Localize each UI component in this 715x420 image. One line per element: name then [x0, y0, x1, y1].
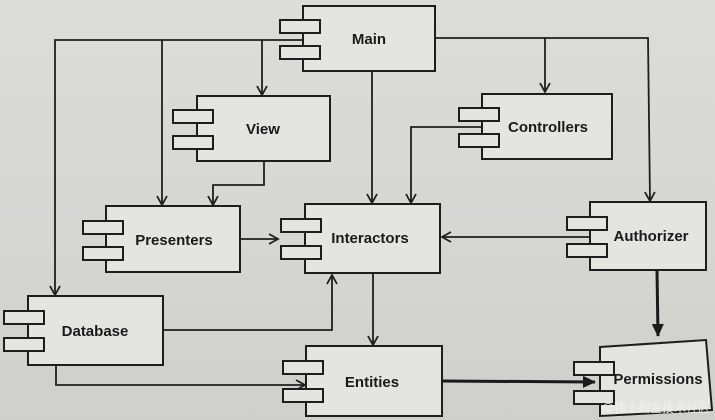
- component-port-icon: [82, 220, 124, 235]
- component-database[interactable]: Database: [3, 295, 164, 366]
- component-view[interactable]: View: [172, 95, 331, 162]
- component-permissions[interactable]: Permissions: [573, 338, 714, 418]
- component-label-presenters: Presenters: [135, 232, 213, 249]
- edge-main-to-authorizer: [545, 37, 656, 203]
- edge-main-to-database: [49, 39, 303, 297]
- component-port-icon: [458, 107, 500, 122]
- component-interactors[interactable]: Interactors: [280, 203, 441, 274]
- watermark: @稀土掘金技术社区: [602, 400, 710, 415]
- edge-entities-to-permissions: [441, 375, 596, 388]
- component-label-main: Main: [352, 31, 386, 48]
- component-port-icon: [573, 361, 615, 376]
- edge-database-to-entities: [55, 365, 307, 391]
- edge-controllers-to-interactors: [405, 126, 482, 205]
- component-port-icon: [172, 109, 214, 124]
- edges: [49, 37, 664, 391]
- component-port-icon: [3, 310, 45, 325]
- component-port-icon: [280, 245, 322, 260]
- component-port-icon: [279, 19, 321, 34]
- component-authorizer[interactable]: Authorizer: [566, 201, 707, 271]
- edge-database-to-interactors: [163, 273, 338, 331]
- component-label-view: View: [246, 121, 280, 138]
- component-port-icon: [280, 218, 322, 233]
- component-port-icon: [573, 390, 615, 405]
- edge-authorizer-to-permissions: [651, 269, 664, 337]
- component-controllers[interactable]: Controllers: [458, 93, 613, 160]
- component-port-icon: [458, 133, 500, 148]
- component-port-icon: [172, 135, 214, 150]
- component-presenters[interactable]: Presenters: [82, 205, 241, 273]
- component-port-icon: [279, 45, 321, 60]
- component-label-database: Database: [62, 323, 129, 340]
- component-label-interactors: Interactors: [331, 230, 409, 247]
- component-port-icon: [566, 243, 608, 258]
- component-label-permissions: Permissions: [613, 371, 702, 388]
- component-label-controllers: Controllers: [508, 119, 588, 136]
- edge-view-to-presenters: [207, 160, 265, 207]
- component-main[interactable]: Main: [279, 5, 436, 72]
- component-port-icon: [282, 360, 324, 375]
- edge-main-to-controllers: [435, 37, 551, 94]
- component-port-icon: [3, 337, 45, 352]
- component-port-icon: [282, 388, 324, 403]
- component-port-icon: [82, 246, 124, 261]
- component-entities[interactable]: Entities: [282, 345, 443, 417]
- component-label-entities: Entities: [345, 374, 399, 391]
- component-label-authorizer: Authorizer: [614, 228, 689, 245]
- component-port-icon: [566, 216, 608, 231]
